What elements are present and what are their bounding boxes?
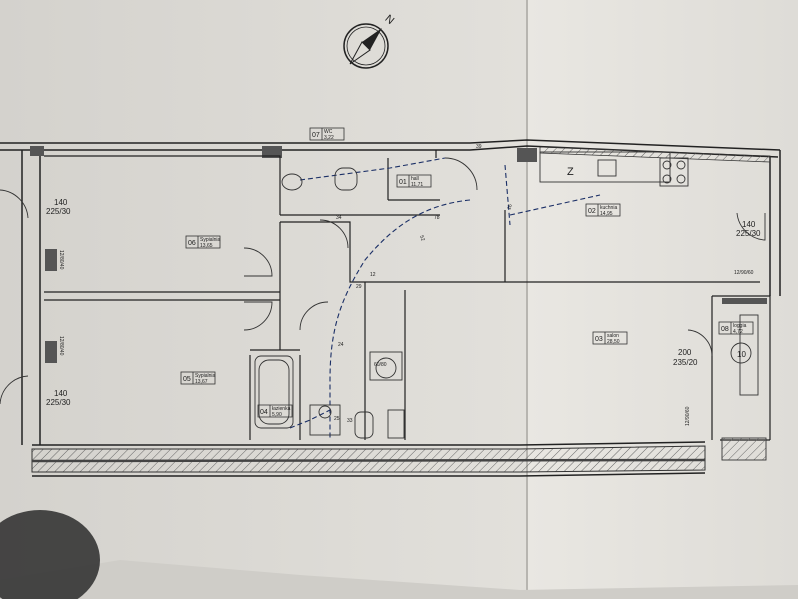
room-area: 28,50 [607, 339, 620, 345]
room-tag-box [592, 331, 628, 345]
sink-bowl [318, 405, 332, 419]
shower-drain [375, 357, 397, 379]
room-tag-07: 07 WC3,22 [309, 127, 345, 141]
washer [387, 409, 405, 439]
room-area: 4,72 [733, 329, 743, 335]
dim-78: 78 [434, 215, 440, 221]
kitchen-z-mark: Z [567, 166, 574, 178]
stove [659, 157, 689, 187]
window-left-bottom-width: 140 [54, 389, 68, 398]
room-area: 11,71 [411, 182, 423, 188]
dim-39: 39 [476, 144, 482, 150]
room-number: 08 [721, 326, 729, 333]
room-number: 01 [399, 179, 407, 186]
exterior-wall-hatch [31, 445, 706, 473]
room-tag-box [718, 321, 754, 335]
room-area: 13,65 [200, 243, 213, 249]
room-number: 03 [595, 336, 603, 343]
room-name: łazienka [272, 406, 291, 412]
shower-tray [369, 351, 403, 381]
door-swings [0, 157, 766, 405]
top-wall-hatch [539, 146, 771, 163]
room-area: 3,22 [324, 135, 334, 141]
room-area: 14,95 [600, 211, 613, 217]
room-number: 05 [183, 376, 191, 383]
room-number: 07 [312, 132, 320, 139]
room-name: hall [411, 176, 419, 182]
window-right-height: 225/30 [736, 229, 761, 238]
dim-29: 29 [356, 284, 362, 290]
room-tag-box [185, 235, 221, 249]
dim-25: 25 [334, 416, 340, 422]
shower-size: 60/80 [374, 362, 387, 368]
loggia-number: 10 [737, 350, 746, 359]
toilet-wc [334, 167, 358, 191]
balcony-width: 200 [678, 348, 692, 357]
sink-bath [309, 404, 341, 436]
dim-24: 24 [338, 342, 344, 348]
room-area: 13,67 [195, 379, 208, 385]
dim-33: 33 [347, 418, 353, 424]
paper-bottom-edge [0, 560, 798, 599]
room-name: loggia [733, 323, 747, 329]
room-tag-box [309, 127, 345, 141]
room-number: 02 [588, 208, 596, 215]
room-name: Sypialnia [195, 373, 216, 379]
window-left-bottom-height: 225/30 [46, 398, 71, 407]
wall-blocks [30, 146, 767, 363]
wall-core-line [31, 458, 706, 463]
room-name: WC [324, 129, 333, 135]
loggia-unit [739, 314, 759, 396]
room-tag-box [585, 203, 621, 217]
door-left-bottom: 12/80/40 [58, 336, 64, 356]
loggia-marker [730, 342, 752, 364]
room-area: 5,90 [272, 412, 282, 418]
dim-16: 16 [506, 203, 514, 210]
compass: N [343, 13, 396, 69]
door-right-bottom: 12/90/60 [685, 406, 691, 426]
kitchen-sink [597, 159, 617, 177]
bathtub [254, 355, 294, 429]
shadow [0, 510, 100, 599]
room-name: Sypialnia [200, 237, 221, 243]
room-number: 04 [260, 409, 268, 416]
dimension-labels: 140 225/30 140 225/30 140 225/30 12/80/4… [46, 144, 761, 426]
window-left-top-height: 225/30 [46, 207, 71, 216]
window-right-width: 140 [742, 220, 756, 229]
door-right: 12/90/60 [734, 270, 754, 276]
room-tag-box [180, 371, 216, 385]
fixtures [254, 151, 767, 461]
toilet-bath [354, 411, 374, 439]
loggia-box [721, 437, 767, 461]
sink-wc [281, 173, 303, 191]
kitchen-counter [539, 151, 671, 183]
room-name: kuchnia [600, 205, 617, 211]
room-name: salon [607, 333, 619, 339]
outer-walls [0, 139, 781, 477]
bathtub-inner [258, 359, 290, 425]
room-number: 06 [188, 240, 196, 247]
cable-route [289, 157, 601, 440]
interior-walls [44, 150, 771, 441]
dim-12: 12 [370, 272, 376, 278]
room-tag-box [396, 174, 432, 188]
balcony-height: 235/20 [673, 358, 698, 367]
room-tag-box [257, 404, 293, 418]
dim-34: 34 [336, 215, 342, 221]
window-left-top-width: 140 [54, 198, 68, 207]
dim-52: 52 [418, 235, 426, 242]
door-left-top: 12/80/40 [58, 250, 64, 270]
